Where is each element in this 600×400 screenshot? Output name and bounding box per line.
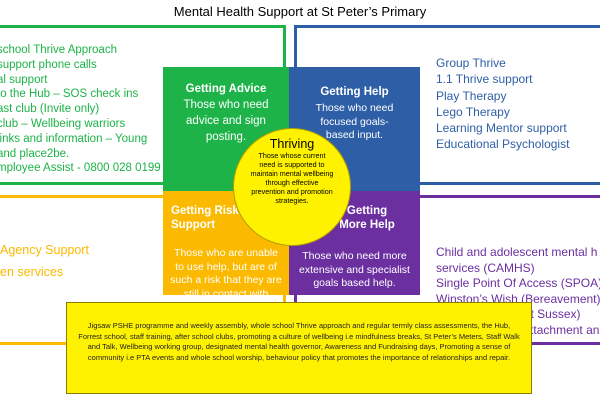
getting-advice-quadrant: Getting Advice Those who need advice and… [163, 67, 289, 191]
getting-more-help-quadrant: Getting More Help Those who need more ex… [289, 191, 420, 295]
targeted-support-list: Group Thrive 1.1 Thrive support Play The… [436, 55, 569, 153]
list-item: and place2be. [0, 147, 70, 160]
list-item: 1.1 Thrive support [436, 72, 533, 87]
whole-school-banner: Jigsaw PSHE programme and weekly assembl… [66, 302, 532, 394]
page-title: Mental Health Support at St Peter’s Prim… [173, 4, 427, 19]
list-item: Child and adolescent mental h [436, 245, 598, 259]
thriving-circle: Thriving Those whose current need is sup… [233, 128, 351, 246]
list-item: Group Thrive [436, 56, 506, 70]
list-item: Agency Support [0, 243, 89, 257]
quadrant-heading: Getting Help [320, 86, 389, 98]
list-item: links and information – Young [0, 132, 148, 145]
list-item: Lego Therapy [436, 104, 510, 119]
list-item: mployee Assist - 0800 028 0199 [0, 162, 161, 175]
list-item: services (CAMHS) [436, 260, 535, 275]
list-item: Single Point Of Access (SPOA) [436, 276, 600, 290]
quadrant-text: Those who need focused goals-based input… [315, 102, 394, 142]
list-item: support phone calls [0, 58, 97, 71]
list-item: ast club (Invite only) [0, 103, 100, 116]
list-item: al support [0, 73, 48, 86]
universal-support-list: school Thrive Approach support phone cal… [0, 43, 161, 176]
list-item: club – Wellbeing warriors [0, 117, 126, 130]
list-item: Play Therapy [436, 88, 507, 103]
list-item: to the Hub – SOS check ins [0, 88, 139, 101]
quadrant-heading: Getting Risk Support [171, 205, 239, 231]
agency-support-list: Agency Support en services [0, 239, 89, 283]
quadrant-text: Those who need advice and sign posting. [183, 99, 269, 143]
list-item: school Thrive Approach [0, 44, 117, 56]
list-item: en services [0, 265, 64, 279]
list-item: Educational Psychologist [436, 137, 570, 152]
list-item: Learning Mentor support [436, 121, 567, 136]
thriving-text: Those whose current need is supported to… [250, 151, 334, 205]
quadrant-text: Those who need more extensive and specia… [299, 250, 410, 290]
quadrant-heading: Getting Advice [185, 83, 267, 95]
quadrant-heading: Getting More Help [339, 205, 395, 231]
thriving-heading: Thriving [269, 137, 315, 151]
